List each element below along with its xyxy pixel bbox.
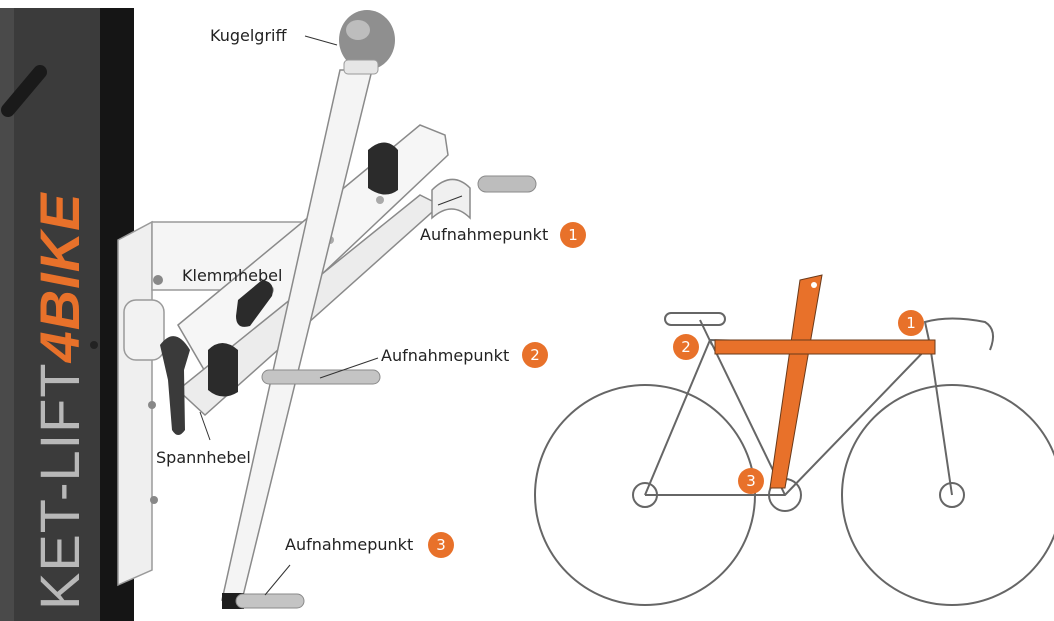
bike-badge-1: 1: [898, 310, 924, 336]
bike-badge-2: 2: [673, 334, 699, 360]
star-knob-lower: [208, 343, 238, 397]
tension-lever: [160, 336, 190, 435]
clamp-lever: [236, 280, 273, 327]
badge-3: 3: [428, 532, 454, 558]
pick-up-peg-2: [261, 369, 381, 385]
label-kugelgriff: Kugelgriff: [210, 26, 287, 45]
ball-grip: [339, 10, 395, 75]
badge-1: 1: [560, 222, 586, 248]
badge-2: 2: [522, 342, 548, 368]
pillar-text-prefix: KET-LIFT: [28, 362, 91, 610]
label-aufnahmepunkt-3: Aufnahmepunkt: [285, 535, 414, 554]
label-aufnahmepunkt-2: Aufnahmepunkt: [381, 346, 510, 365]
pillar-brand-text: KET-LIFT4BIKE: [28, 192, 91, 610]
bike-holder-overlay: [714, 274, 936, 489]
pick-up-peg-3: [235, 593, 305, 609]
pillar-text-brand: 4BIKE: [28, 192, 91, 363]
bike-badge-3: 3: [738, 468, 764, 494]
label-aufnahmepunkt-1: Aufnahmepunkt: [420, 225, 549, 244]
leader-lines: [199, 35, 463, 596]
star-knob-upper: [368, 142, 398, 195]
label-spannhebel: Spannhebel: [156, 448, 251, 467]
label-klemmhebel: Klemmhebel: [182, 266, 283, 285]
pick-up-peg-1: [431, 175, 537, 220]
mount-plate: [117, 220, 311, 587]
